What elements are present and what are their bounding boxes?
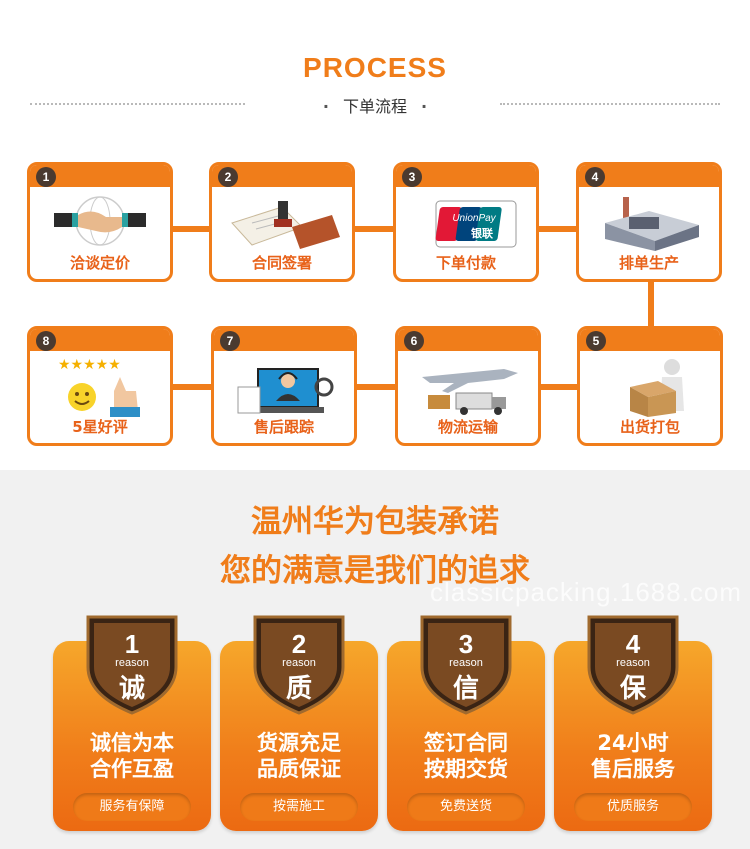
step-band bbox=[30, 165, 170, 187]
connector-row1 bbox=[150, 226, 590, 232]
shield-icon: 3 reason 信 bbox=[420, 615, 512, 715]
dot-left: · bbox=[322, 97, 329, 116]
shield-icon: 2 reason 质 bbox=[253, 615, 345, 715]
step-number: 7 bbox=[220, 331, 240, 351]
promise-tag: 按需施工 bbox=[240, 793, 358, 821]
step-label: 售后跟踪 bbox=[253, 418, 314, 436]
svg-text:★★★★★: ★★★★★ bbox=[58, 357, 121, 373]
slogan-line1: 温州华为包装承诺 bbox=[251, 504, 499, 540]
svg-text:3: 3 bbox=[459, 629, 473, 659]
step-4: 4 排单生产 bbox=[576, 162, 722, 282]
step-1: 1 洽谈定价 bbox=[27, 162, 173, 282]
svg-text:4: 4 bbox=[626, 629, 641, 659]
support-agent-icon bbox=[237, 368, 334, 414]
step-label: 洽谈定价 bbox=[69, 254, 130, 272]
promise-line2: 合作互盈 bbox=[90, 757, 174, 781]
promise-line1: 签订合同 bbox=[424, 731, 508, 755]
step-number: 6 bbox=[404, 331, 424, 351]
promise-card-4: 4 reason 保 24小时 售后服务 优质服务 bbox=[554, 613, 712, 833]
step-number: 3 bbox=[402, 167, 422, 187]
svg-text:1: 1 bbox=[125, 629, 139, 659]
divider-right bbox=[500, 103, 720, 105]
step-3: 3 UnionPay 银联 下单付款 bbox=[393, 162, 539, 282]
process-title: PROCESS bbox=[303, 52, 447, 83]
svg-text:reason: reason bbox=[449, 657, 483, 669]
promise-line2: 售后服务 bbox=[591, 757, 675, 781]
subtitle-text: 下单流程 bbox=[342, 97, 407, 116]
promise-card-2: 2 reason 质 货源充足 品质保证 按需施工 bbox=[220, 613, 378, 833]
svg-text:2: 2 bbox=[292, 629, 306, 659]
shield-icon: 4 reason 保 bbox=[587, 615, 679, 715]
promise-line1: 24小时 bbox=[597, 731, 669, 755]
promise-card-1: 1 reason 诚 诚信为本 合作互盈 服务有保障 bbox=[53, 613, 211, 833]
step-5: 5 出货打包 bbox=[577, 326, 723, 446]
step-band bbox=[398, 329, 538, 351]
svg-text:诚: 诚 bbox=[119, 674, 145, 704]
step-2: 2 合同签署 bbox=[209, 162, 355, 282]
dot-right: · bbox=[421, 97, 428, 116]
step-7: 7 售后跟踪 bbox=[211, 326, 357, 446]
step-label: 排单生产 bbox=[618, 254, 679, 272]
promise-tag: 服务有保障 bbox=[73, 793, 191, 821]
step-number: 2 bbox=[218, 167, 238, 187]
svg-text:保: 保 bbox=[619, 674, 647, 704]
svg-text:reason: reason bbox=[616, 657, 650, 669]
svg-text:UnionPay: UnionPay bbox=[452, 213, 496, 224]
step-label: 物流运输 bbox=[437, 418, 498, 436]
svg-text:reason: reason bbox=[282, 657, 316, 669]
svg-text:质: 质 bbox=[286, 674, 312, 704]
slogan-line2: 您的满意是我们的追求 bbox=[220, 553, 530, 589]
promise-tag: 免费送货 bbox=[407, 793, 525, 821]
five-star-icon: ★★★★★ bbox=[58, 357, 140, 417]
shield-icon: 1 reason 诚 bbox=[86, 615, 178, 715]
step-band bbox=[580, 329, 720, 351]
step-label: 合同签署 bbox=[251, 254, 312, 272]
subtitle: · 下单流程 · bbox=[0, 93, 750, 117]
promise-line2: 按期交货 bbox=[424, 757, 508, 781]
factory-icon bbox=[605, 197, 699, 251]
contract-stamp-icon bbox=[231, 201, 340, 249]
step-label: 5星好评 bbox=[72, 418, 128, 436]
step-number: 1 bbox=[36, 167, 56, 187]
promise-line2: 品质保证 bbox=[257, 757, 341, 781]
step-band bbox=[579, 165, 719, 187]
promise-line1: 货源充足 bbox=[257, 731, 341, 755]
step-label: 出货打包 bbox=[619, 418, 680, 436]
airplane-truck-icon bbox=[422, 369, 518, 415]
step-band bbox=[214, 329, 354, 351]
unionpay-icon: UnionPay 银联 bbox=[435, 200, 517, 248]
svg-text:信: 信 bbox=[453, 674, 479, 704]
promise-card-3: 3 reason 信 签订合同 按期交货 免费送货 bbox=[387, 613, 545, 833]
divider-left bbox=[30, 103, 245, 105]
step-band bbox=[396, 165, 536, 187]
svg-text:银联: 银联 bbox=[471, 226, 493, 240]
promise-line1: 诚信为本 bbox=[90, 731, 174, 755]
step-6: 6 物流运输 bbox=[395, 326, 541, 446]
connector-row2 bbox=[150, 384, 590, 390]
step-number: 4 bbox=[585, 167, 605, 187]
step-band bbox=[30, 329, 170, 351]
package-icon bbox=[630, 359, 684, 417]
promise-tag: 优质服务 bbox=[574, 793, 692, 821]
step-number: 5 bbox=[586, 331, 606, 351]
watermark: classicpacking.1688.com bbox=[430, 577, 743, 607]
step-band bbox=[212, 165, 352, 187]
handshake-icon bbox=[54, 196, 146, 246]
connector-vertical bbox=[648, 282, 654, 328]
svg-text:reason: reason bbox=[115, 657, 149, 669]
step-8: 8 ★★★★★ 5星好评 bbox=[27, 326, 173, 446]
step-label: 下单付款 bbox=[435, 254, 496, 272]
step-number: 8 bbox=[36, 331, 56, 351]
